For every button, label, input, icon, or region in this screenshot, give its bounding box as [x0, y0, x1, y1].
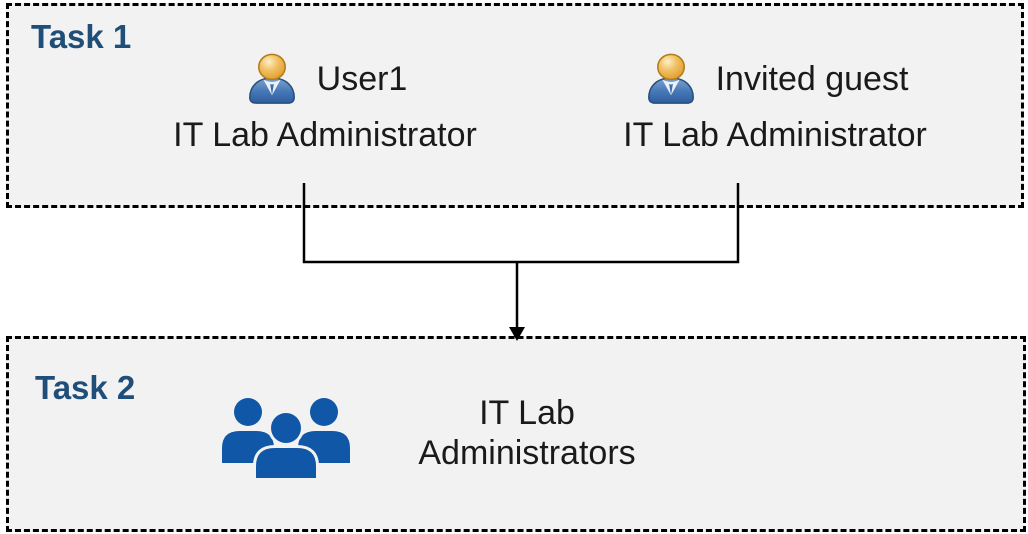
task2-title: Task 2 [35, 369, 136, 406]
people-group-icon [222, 398, 350, 481]
person-icon [647, 53, 694, 104]
front-person-head [268, 410, 304, 446]
front-person-body [253, 445, 319, 481]
task1-title: Task 1 [31, 18, 132, 55]
user-row: Invited guest [642, 48, 909, 110]
user-row: User1 [243, 48, 408, 110]
back-right-person-head [310, 398, 338, 426]
user-entry-invited-guest: Invited guest IT Lab Administrator [575, 48, 975, 155]
group-name-label: IT Lab Administrators [418, 394, 636, 472]
user-entry-user1: User1 IT Lab Administrator [125, 48, 525, 155]
person-icon [248, 53, 295, 104]
task2-box: Task 2 IT Lab Administrators [6, 336, 1026, 532]
user-role: IT Lab Administrator [623, 116, 927, 154]
user-name: Invited guest [715, 59, 909, 98]
back-left-person-head [234, 398, 262, 426]
user-role: IT Lab Administrator [173, 116, 477, 154]
user-name: User1 [316, 59, 408, 98]
task1-box: Task 1 User1 IT Lab Administrator Invite… [6, 3, 1024, 208]
